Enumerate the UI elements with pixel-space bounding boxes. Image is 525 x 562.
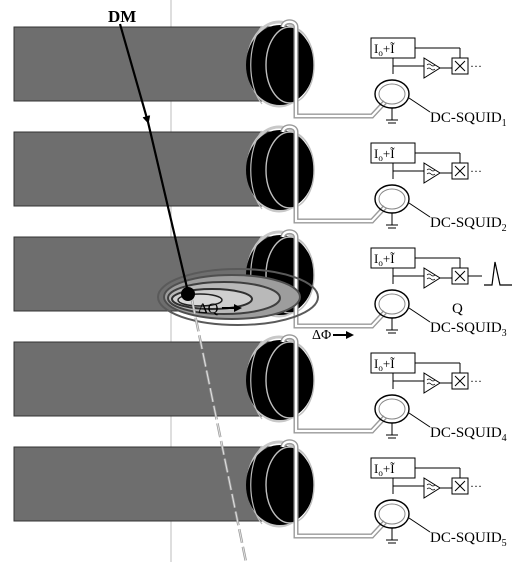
pulse-signal	[484, 261, 512, 286]
svg-text:Io+Ĩ: Io+Ĩ	[374, 146, 395, 163]
crystal-bar	[13, 341, 283, 417]
pickup-coil	[246, 25, 314, 105]
amplifier-icon	[423, 372, 441, 394]
bias-label: I	[374, 251, 378, 266]
svg-text:ΔQ: ΔQ	[198, 301, 219, 317]
squid-label: DC-SQUID2	[430, 215, 507, 234]
pickup-coil	[246, 130, 314, 210]
bias-label: I	[374, 461, 378, 476]
delta-phi-label: ΔΦ	[312, 328, 354, 343]
svg-text:···: ···	[470, 479, 482, 493]
svg-text:Io+Ĩ: Io+Ĩ	[374, 41, 395, 58]
crystal-bar	[13, 236, 283, 312]
bias-label: I	[374, 41, 378, 56]
q-output-label: Q	[452, 301, 463, 317]
svg-text:Io+Ĩ: Io+Ĩ	[374, 461, 395, 478]
interaction-point	[181, 287, 195, 301]
amplifier-icon	[423, 57, 441, 79]
flux-transformer-wire	[280, 439, 387, 539]
amplifier-icon	[423, 162, 441, 184]
squid-label: DC-SQUID4	[430, 425, 507, 444]
svg-text:Io+Ĩ: Io+Ĩ	[374, 356, 395, 373]
flux-transformer-wire	[280, 334, 387, 434]
crystal-bar	[13, 131, 283, 207]
detector-2: Io+Ĩ ··· DC-SQUID2	[13, 124, 507, 234]
detector-1: Io+Ĩ ··· DC-SQUID1	[13, 19, 507, 129]
svg-text:···: ···	[470, 374, 482, 388]
squid-label: DC-SQUID1	[430, 110, 507, 129]
bias-label: I	[374, 356, 378, 371]
pickup-coil	[246, 445, 314, 525]
crystal-bar	[13, 26, 283, 102]
svg-text:···: ···	[470, 164, 482, 178]
svg-text:ΔΦ: ΔΦ	[312, 328, 331, 343]
svg-text:Io+Ĩ: Io+Ĩ	[374, 251, 395, 268]
dm-label: DM	[108, 7, 136, 26]
squid-label: DC-SQUID3	[430, 320, 507, 339]
bias-label: I	[374, 146, 378, 161]
flux-transformer-wire	[280, 19, 387, 119]
squid-label: DC-SQUID5	[430, 530, 507, 549]
svg-text:···: ···	[470, 59, 482, 73]
crystal-bar	[13, 446, 283, 522]
amplifier-icon	[423, 477, 441, 499]
flux-transformer-wire	[280, 124, 387, 224]
pickup-coil	[246, 340, 314, 420]
detector-4: Io+Ĩ ··· DC-SQUID4	[13, 334, 507, 444]
delta-q-label: ΔQ	[198, 301, 242, 317]
detector-5: Io+Ĩ ··· DC-SQUID5	[13, 439, 507, 549]
dm-track	[118, 23, 190, 293]
amplifier-icon	[423, 267, 441, 289]
